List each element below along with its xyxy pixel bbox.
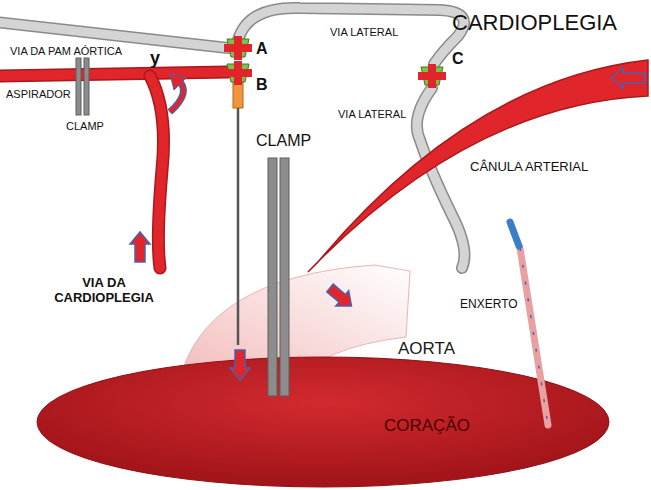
stopcock bbox=[418, 64, 446, 88]
flow-arrow bbox=[130, 232, 150, 262]
aspirator-line bbox=[0, 72, 228, 76]
side-line bbox=[238, 8, 464, 64]
organ-label: CORAÇÃO bbox=[384, 416, 470, 436]
clamp bbox=[84, 58, 89, 115]
side-line bbox=[417, 88, 465, 268]
aortic-clamp bbox=[268, 158, 277, 396]
part-label: VIA DA PAM AÓRTICA bbox=[10, 45, 122, 58]
graft bbox=[520, 248, 548, 425]
arterial-cannula bbox=[308, 60, 648, 272]
stopcock bbox=[224, 61, 252, 85]
callout-letter: B bbox=[256, 76, 268, 94]
flow-arrow bbox=[611, 68, 645, 88]
aspirator-line bbox=[0, 72, 228, 76]
part-label: VIA LATERAL bbox=[330, 26, 398, 39]
needle bbox=[237, 108, 240, 345]
heart-shape bbox=[36, 356, 610, 488]
heart-shape: CORAÇÃO bbox=[36, 356, 610, 488]
part-label: CLAMP bbox=[256, 132, 311, 150]
part-label: CLAMP bbox=[66, 120, 104, 133]
part-label: ENXERTO bbox=[460, 298, 518, 312]
part-label: ASPIRADOR bbox=[6, 88, 71, 101]
part-label: VIA DA CARDIOPLEGIA bbox=[44, 276, 164, 306]
callout-letter: C bbox=[452, 50, 464, 68]
graft-tip bbox=[510, 222, 519, 246]
graft-suture bbox=[520, 248, 548, 425]
part-label: CÂNULA ARTERIAL bbox=[470, 160, 588, 175]
side-line bbox=[238, 8, 464, 64]
stopcock bbox=[224, 36, 252, 60]
cardioplegia-line bbox=[150, 76, 164, 268]
flow-arrow bbox=[230, 350, 250, 380]
part-label: VIA LATERAL bbox=[338, 108, 406, 121]
callout-letter: y bbox=[150, 48, 160, 69]
callout-letter: A bbox=[256, 40, 268, 58]
pressure-line bbox=[0, 22, 228, 48]
pressure-line bbox=[0, 22, 228, 48]
clamp bbox=[76, 58, 81, 115]
title: CARDIOPLEGIA bbox=[452, 10, 617, 35]
flow-arrow bbox=[170, 74, 186, 90]
aortic-clamp bbox=[280, 158, 289, 396]
organ-label: AORTA bbox=[398, 339, 455, 359]
side-line bbox=[417, 88, 465, 268]
needle-hub bbox=[233, 82, 243, 108]
heart-outline bbox=[37, 357, 609, 487]
flow-arrow bbox=[324, 280, 358, 313]
cardioplegia-line bbox=[150, 76, 164, 268]
